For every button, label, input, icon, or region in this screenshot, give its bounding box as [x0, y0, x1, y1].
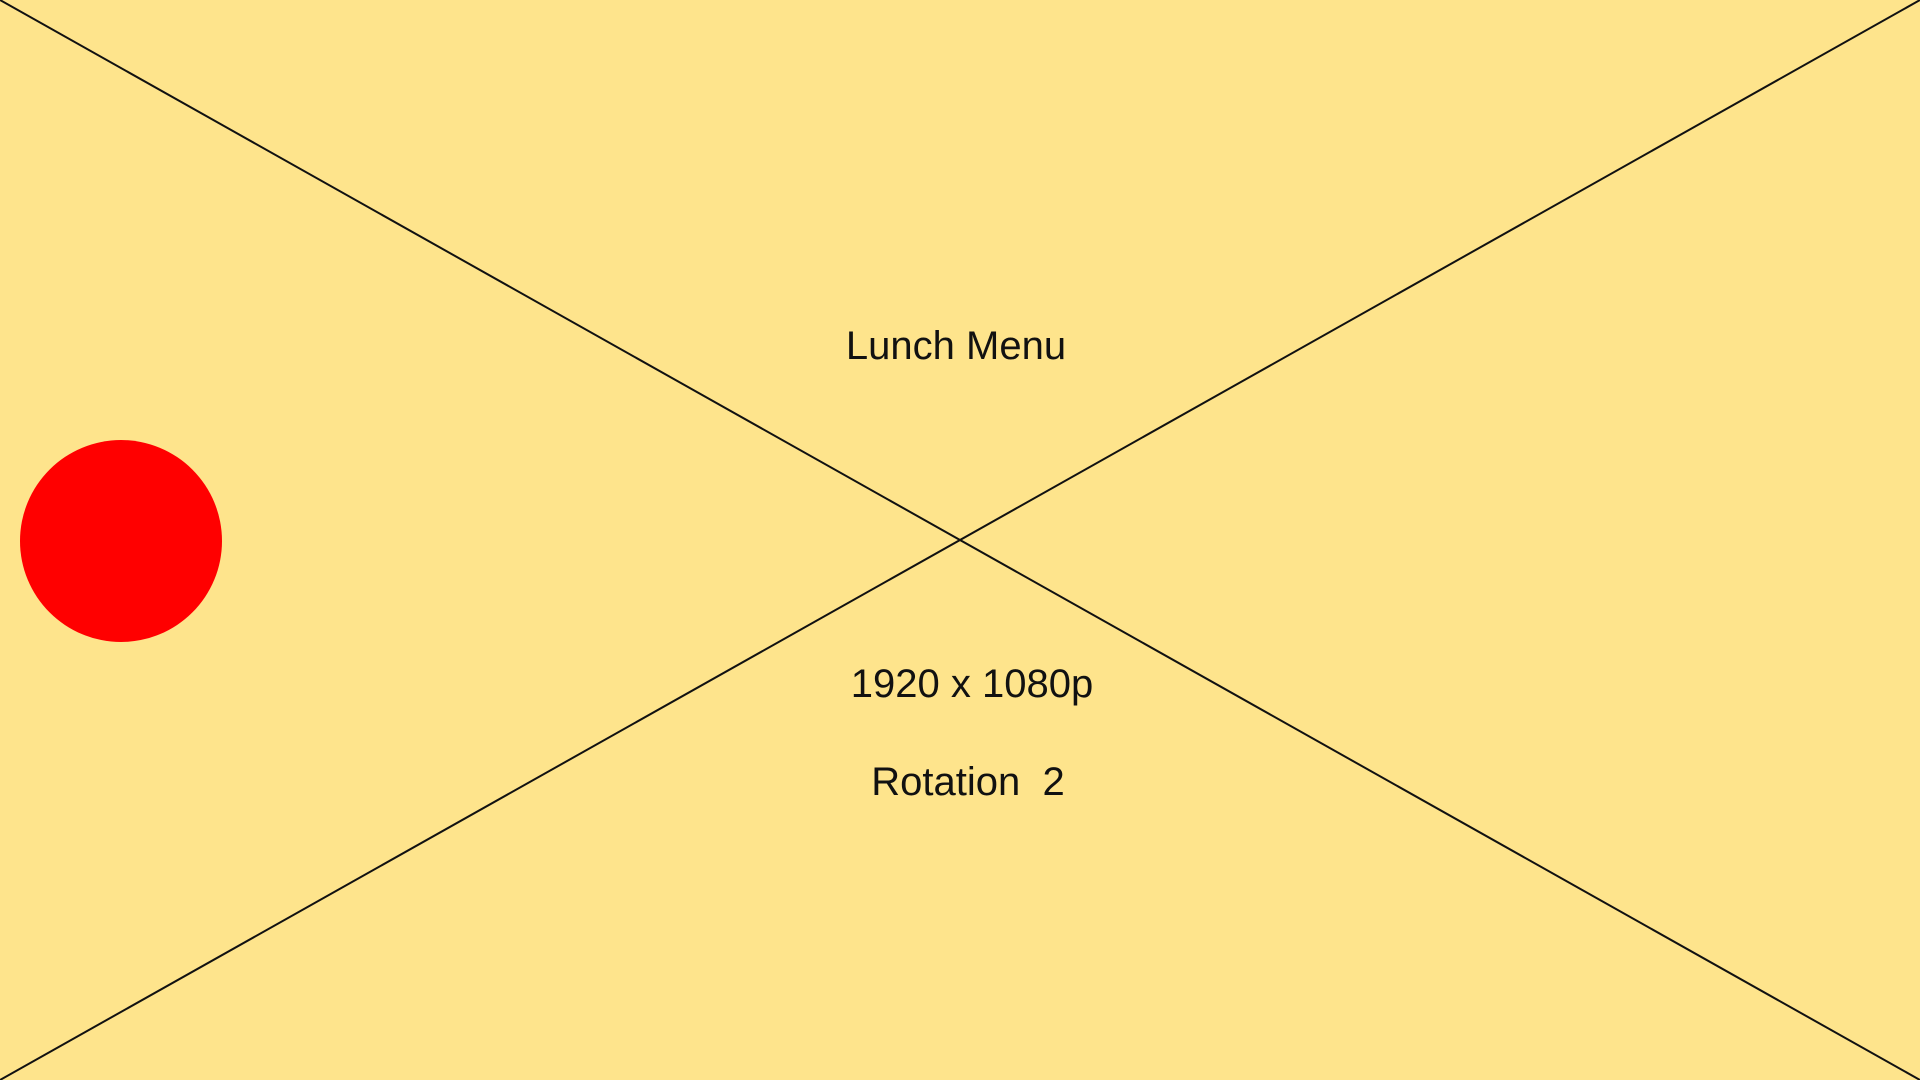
rotation-label: Rotation 2	[871, 760, 1065, 804]
red-dot	[20, 440, 222, 642]
resolution-label: 1920 x 1080p	[850, 662, 1094, 706]
page-title: Lunch Menu	[845, 324, 1067, 368]
